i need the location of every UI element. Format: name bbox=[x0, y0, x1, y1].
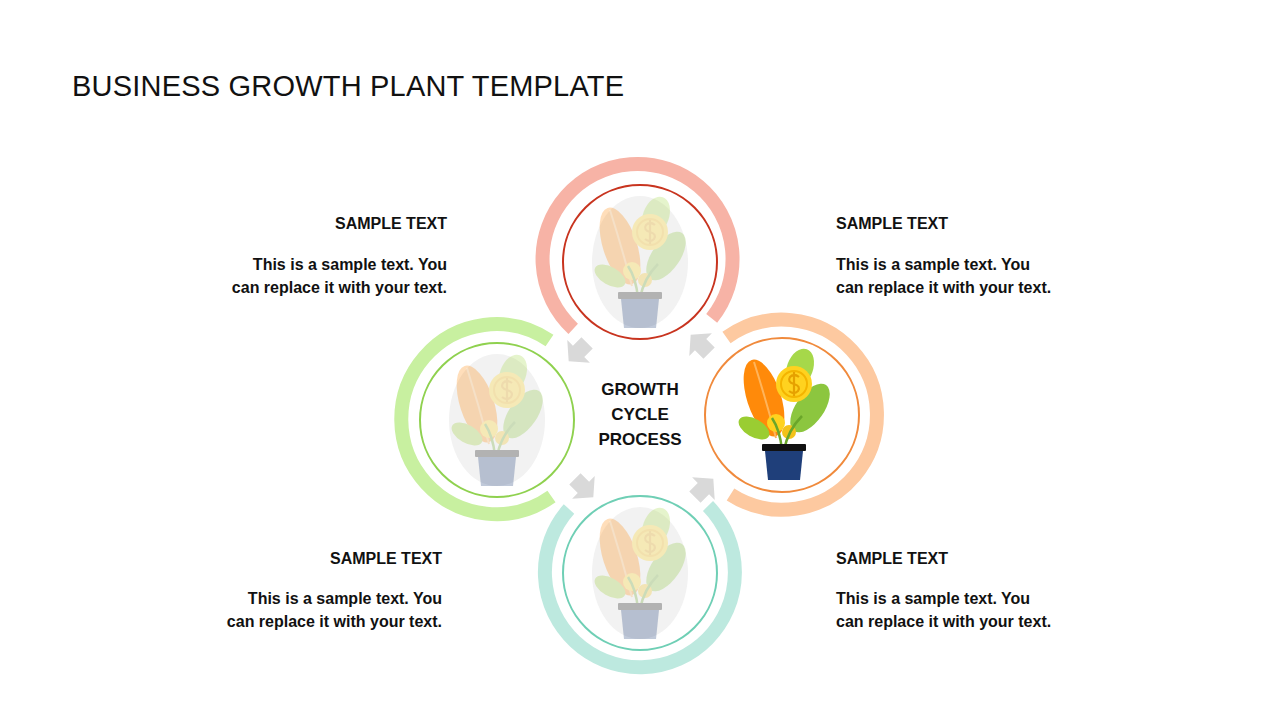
stage-circle bbox=[401, 324, 574, 514]
section-body: This is a sample text. You can replace i… bbox=[836, 254, 1054, 299]
section-heading: SAMPLE TEXT bbox=[217, 214, 447, 234]
center-label: GROWTH CYCLE PROCESS bbox=[575, 377, 705, 452]
section-body: This is a sample text. You can replace i… bbox=[229, 254, 447, 299]
cycle-arrow bbox=[679, 323, 720, 364]
section-body: This is a sample text. You can replace i… bbox=[224, 588, 442, 633]
stage-circle bbox=[705, 320, 877, 510]
section-heading: SAMPLE TEXT bbox=[836, 549, 1066, 569]
section-heading: SAMPLE TEXT bbox=[836, 214, 1066, 234]
section-body: This is a sample text. You can replace i… bbox=[836, 588, 1054, 633]
slide-title: BUSINESS GROWTH PLANT TEMPLATE bbox=[72, 70, 624, 103]
cycle-arrow bbox=[684, 467, 725, 508]
stage-circle bbox=[545, 496, 735, 667]
stage-circle bbox=[543, 164, 733, 339]
section-heading: SAMPLE TEXT bbox=[212, 549, 442, 569]
cycle-arrow bbox=[564, 468, 605, 509]
cycle-arrow bbox=[557, 332, 598, 373]
